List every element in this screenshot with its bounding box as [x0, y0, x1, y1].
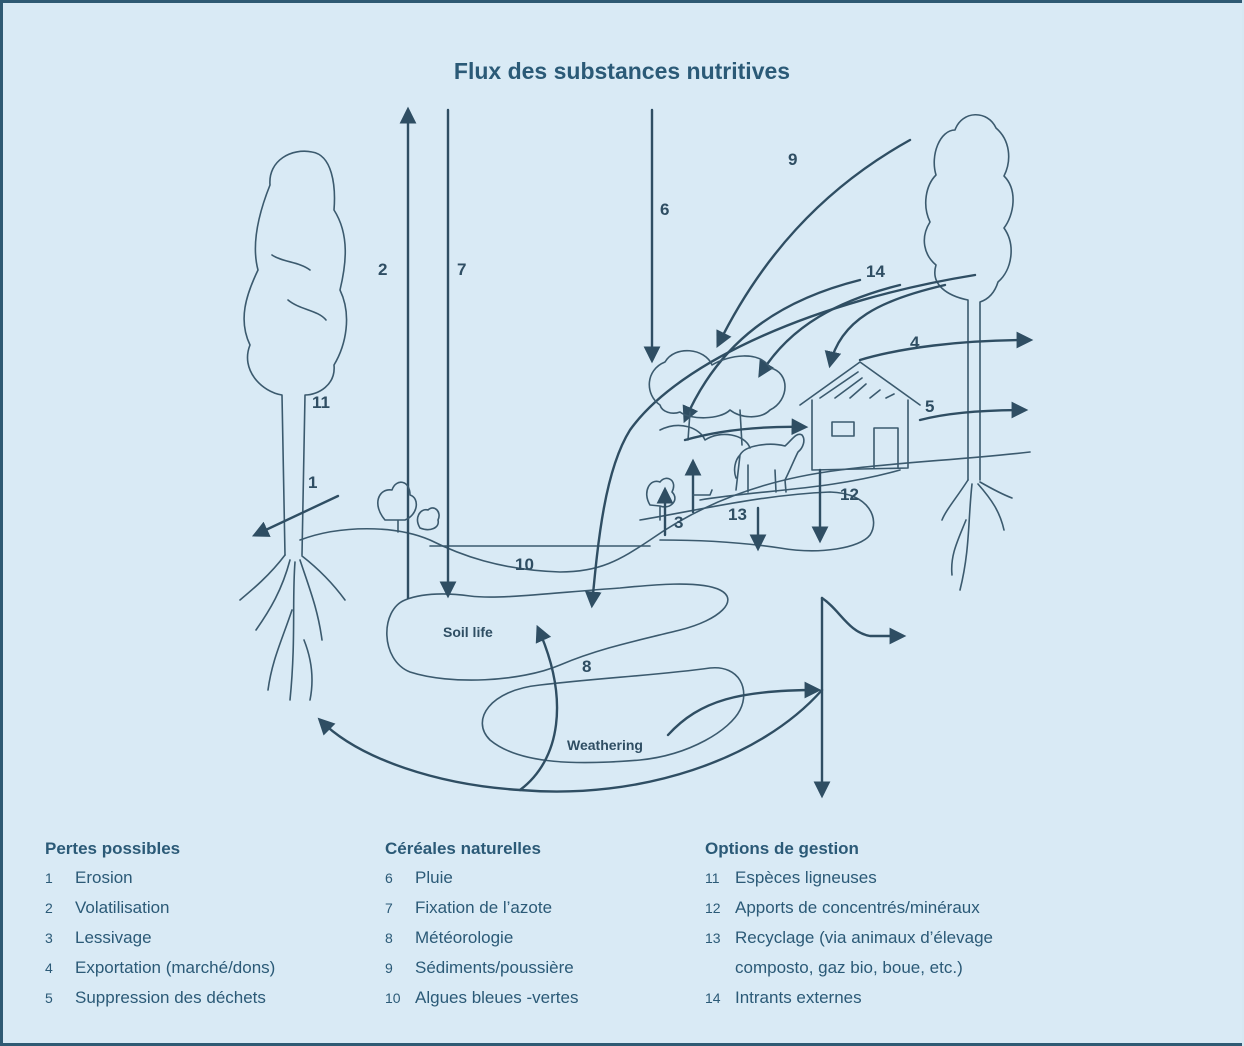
arrow-runoff: [822, 598, 903, 636]
legend-losses-heading: Pertes possibles: [45, 836, 275, 862]
arrow-14-to-soil: [592, 275, 975, 605]
nutrient-flow-diagram: Soil life Weathering 2 7 6 9 14 4 5: [230, 95, 1050, 815]
legend-item: composto, gaz bio, boue, etc.): [705, 953, 993, 983]
label-8: 8: [582, 657, 591, 676]
right-tree-drawing: [924, 115, 1013, 590]
arrow-4-export: [860, 340, 1030, 360]
legend-natural-heading: Céréales naturelles: [385, 836, 578, 862]
arrow-5-waste: [920, 410, 1025, 420]
diagram-title: Flux des substances nutritives: [0, 58, 1244, 85]
soil-life-loop: [387, 584, 728, 680]
label-6: 6: [660, 200, 669, 219]
label-11: 11: [312, 393, 330, 412]
legend-management-heading: Options de gestion: [705, 836, 993, 862]
arrow-field-to-house: [685, 427, 805, 440]
label-1: 1: [308, 473, 317, 492]
arrow-8-weathering: [520, 628, 557, 790]
label-10: 10: [515, 555, 534, 574]
label-4: 4: [910, 333, 920, 352]
house-drawing: [800, 362, 920, 470]
label-9: 9: [788, 150, 797, 169]
label-12: 12: [840, 485, 859, 504]
arrow-3-bend: [693, 490, 712, 495]
label-7: 7: [457, 260, 466, 279]
arrow-1-erosion: [255, 496, 338, 535]
label-2: 2: [378, 260, 387, 279]
label-13: 13: [728, 505, 747, 524]
soil-life-label: Soil life: [443, 624, 493, 640]
label-14: 14: [866, 262, 885, 281]
label-5: 5: [925, 397, 934, 416]
label-3: 3: [674, 513, 683, 532]
left-tree-drawing: [240, 151, 347, 700]
weathering-label: Weathering: [567, 737, 643, 753]
